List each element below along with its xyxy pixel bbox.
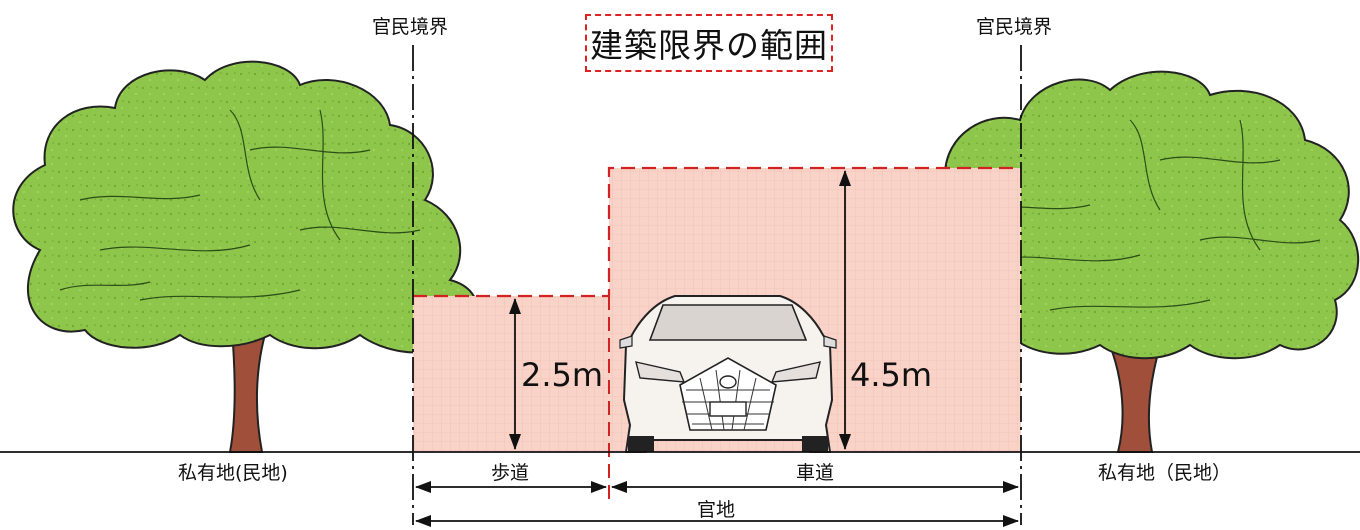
title-box: 建築限界の範囲 [585, 14, 833, 72]
car-front-view [619, 295, 837, 453]
left-tree-canopy [12, 60, 479, 354]
sidewalk-width-arrow [415, 481, 607, 493]
private-land-right-label: 私有地（民地） [1098, 462, 1232, 484]
roadway-height-arrow [839, 170, 851, 450]
sidewalk-clearance-zone [413, 296, 609, 452]
right-boundary-label: 官民境界 [976, 16, 1053, 38]
sidewalk-label: 歩道 [491, 462, 530, 484]
private-land-left-label: 私有地(民地) [178, 462, 288, 484]
right-tree [910, 70, 1360, 453]
diagram-title: 建築限界の範囲 [590, 26, 828, 65]
left-tree [12, 60, 479, 453]
roadway-height-label: 4.5m [850, 356, 933, 394]
left-boundary-label: 官民境界 [372, 16, 449, 38]
public-land-width-arrow [415, 515, 1019, 527]
roadway-width-arrow [611, 481, 1019, 493]
roadway-label: 車道 [796, 462, 835, 484]
right-tree-canopy [910, 70, 1360, 360]
sidewalk-height-arrow [509, 298, 521, 450]
public-land-label: 官地 [697, 499, 736, 521]
clearance-outline [413, 166, 1021, 298]
sidewalk-height-label: 2.5m [521, 356, 604, 394]
